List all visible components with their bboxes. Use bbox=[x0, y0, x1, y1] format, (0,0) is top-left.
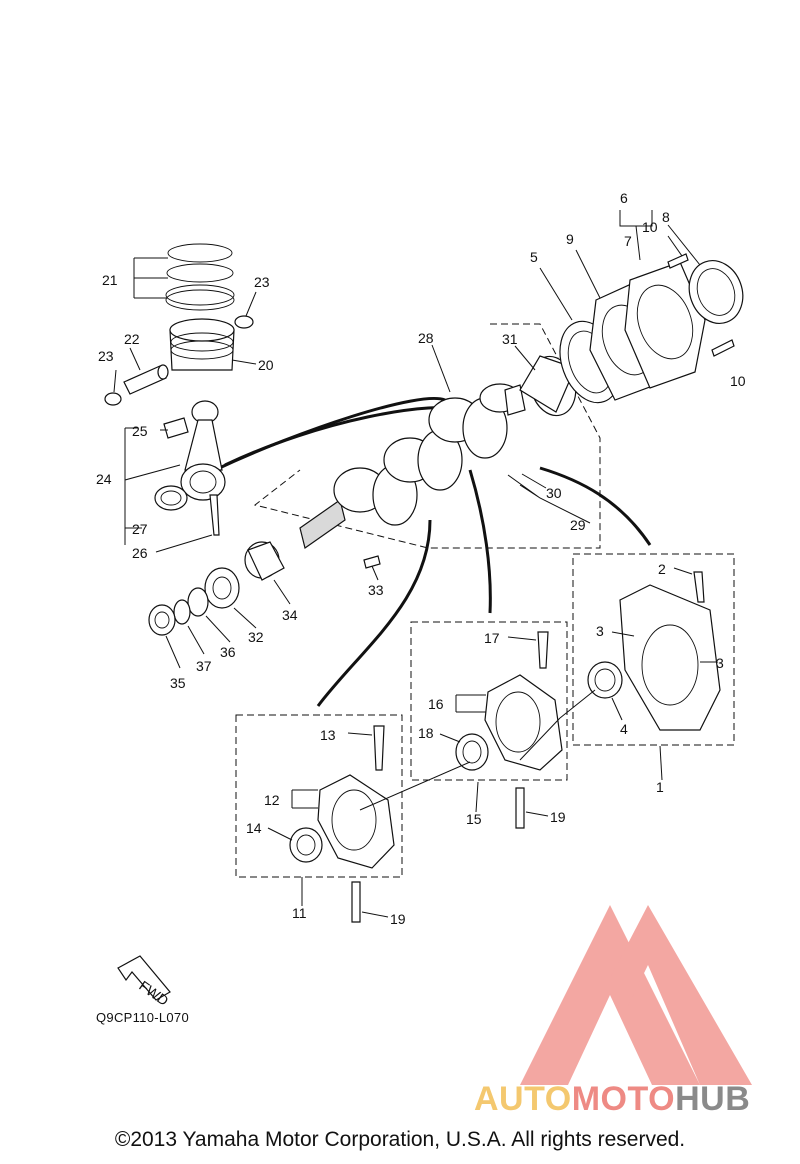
callout-4: 4 bbox=[620, 721, 628, 737]
callout-29: 29 bbox=[570, 517, 586, 533]
callout-28: 28 bbox=[418, 330, 434, 346]
callout-19b: 19 bbox=[390, 911, 406, 927]
callout-11: 11 bbox=[292, 905, 307, 921]
watermark-moto: MOTO bbox=[571, 1080, 676, 1118]
callout-3b: 3 bbox=[716, 655, 724, 671]
watermark-auto: AUTO bbox=[474, 1080, 572, 1118]
callout-20: 20 bbox=[258, 357, 274, 373]
crankshaft-frame bbox=[253, 323, 601, 549]
callout-23b: 23 bbox=[98, 348, 114, 364]
callout-35: 35 bbox=[170, 675, 186, 691]
bearing-14 bbox=[289, 827, 323, 863]
diagram-code: Q9CP110-L070 bbox=[96, 1010, 189, 1025]
callout-9: 9 bbox=[566, 231, 574, 247]
bolt-13 bbox=[373, 725, 385, 771]
bolt-19-lower bbox=[351, 881, 361, 923]
piston-pin-clip-top bbox=[234, 315, 254, 329]
callout-14: 14 bbox=[246, 820, 262, 836]
callout-6: 6 bbox=[620, 190, 628, 206]
piston-pin-clip-bottom bbox=[104, 392, 122, 406]
callout-24: 24 bbox=[96, 471, 112, 487]
callout-13: 13 bbox=[320, 727, 336, 743]
callout-16: 16 bbox=[428, 696, 444, 712]
callout-32: 32 bbox=[248, 629, 264, 645]
housing-bolt-top bbox=[667, 253, 689, 269]
seal-35 bbox=[148, 604, 176, 636]
callout-31: 31 bbox=[502, 331, 518, 347]
callout-21: 21 bbox=[102, 272, 118, 288]
callout-3a: 3 bbox=[596, 623, 604, 639]
watermark-hub: HUB bbox=[675, 1080, 751, 1118]
circlip-37 bbox=[173, 599, 191, 625]
watermark-logo bbox=[520, 905, 752, 1085]
leader-lines bbox=[113, 210, 718, 918]
callout-10a: 10 bbox=[642, 219, 658, 235]
bearing-housing-15 bbox=[484, 674, 563, 771]
washer-36 bbox=[187, 587, 209, 617]
callout-23a: 23 bbox=[254, 274, 270, 290]
bolt-19-upper bbox=[515, 787, 525, 829]
assembly-frames bbox=[235, 323, 735, 878]
callout-7: 7 bbox=[624, 233, 632, 249]
bearing-housing-11-frame bbox=[235, 714, 403, 878]
connecting-rod bbox=[180, 400, 226, 536]
callout-34: 34 bbox=[282, 607, 298, 623]
fwd-arrow-icon: FWD bbox=[117, 955, 172, 1009]
bearing-18 bbox=[455, 733, 489, 771]
callout-2: 2 bbox=[658, 561, 666, 577]
callout-37: 37 bbox=[196, 658, 212, 674]
crankshaft bbox=[299, 383, 526, 549]
callout-19a: 19 bbox=[550, 809, 566, 825]
key-33 bbox=[363, 555, 381, 569]
bolt-2 bbox=[693, 571, 705, 603]
callout-26: 26 bbox=[132, 545, 148, 561]
callout-10b: 10 bbox=[730, 373, 746, 389]
rod-bearing bbox=[154, 485, 188, 511]
piston-pin bbox=[123, 364, 169, 395]
bearing-housing-15-frame bbox=[410, 621, 568, 781]
callout-22: 22 bbox=[124, 331, 140, 347]
callout-labels: 1 2 3 3 4 5 6 7 8 9 10 10 11 12 13 14 15… bbox=[96, 190, 746, 927]
callout-12: 12 bbox=[264, 792, 280, 808]
bearing-4 bbox=[587, 661, 623, 699]
copyright-notice: ©2013 Yamaha Motor Corporation, U.S.A. A… bbox=[114, 1128, 686, 1151]
bearing-housing-11 bbox=[317, 774, 395, 869]
callout-1: 1 bbox=[656, 779, 664, 795]
piston-rings bbox=[165, 243, 235, 311]
gear-32 bbox=[204, 567, 240, 609]
callout-33: 33 bbox=[368, 582, 384, 598]
callout-15: 15 bbox=[466, 811, 482, 827]
callout-25: 25 bbox=[132, 423, 148, 439]
end-housing bbox=[589, 261, 706, 401]
housing-bolt-bottom bbox=[711, 339, 735, 357]
callout-27: 27 bbox=[132, 521, 148, 537]
oil-seal bbox=[688, 260, 744, 324]
callout-8: 8 bbox=[662, 209, 670, 225]
callout-18: 18 bbox=[418, 725, 434, 741]
bearing-housing-1-frame bbox=[572, 553, 735, 746]
callout-36: 36 bbox=[220, 644, 236, 660]
bearing-housing-1 bbox=[619, 584, 721, 731]
bolt-17 bbox=[537, 631, 549, 669]
callout-5: 5 bbox=[530, 249, 538, 265]
small-end-bushing bbox=[163, 417, 189, 439]
watermark-brand: AUTOMOTOHUB bbox=[474, 1080, 750, 1119]
bearing-34 bbox=[244, 541, 285, 581]
callout-17: 17 bbox=[484, 630, 500, 646]
callout-30: 30 bbox=[546, 485, 562, 501]
piston bbox=[169, 318, 235, 371]
